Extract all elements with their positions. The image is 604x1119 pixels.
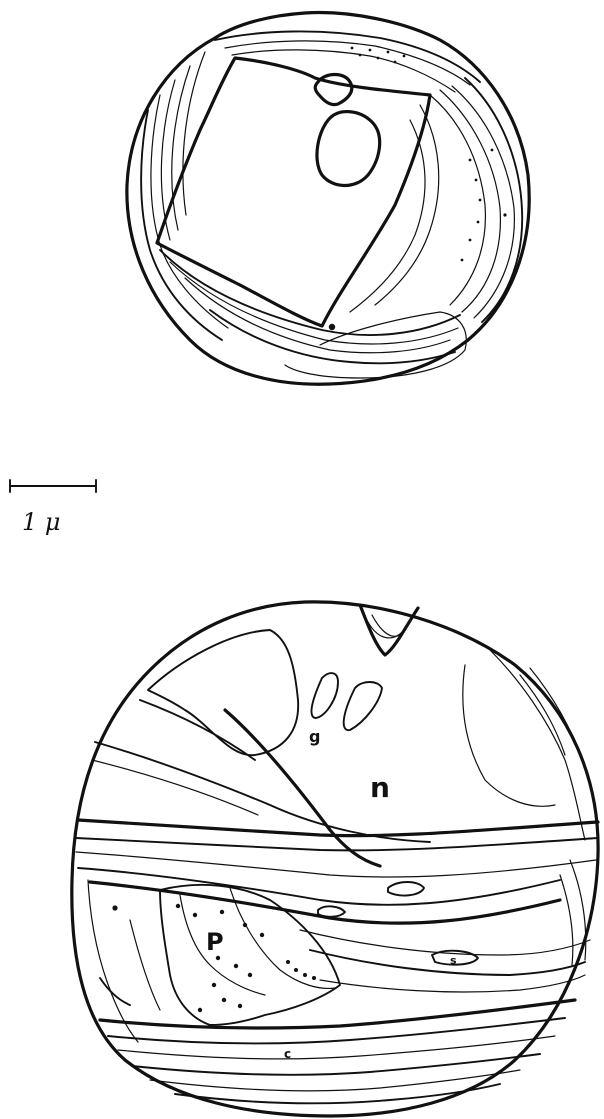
top-lamella-11 xyxy=(452,86,514,318)
top-inner-clear-region xyxy=(157,58,430,326)
top-lamella-2 xyxy=(151,95,228,328)
top-lamella-16 xyxy=(170,262,458,344)
top-stipple xyxy=(329,47,507,331)
label-p: P xyxy=(206,928,224,956)
bottom-p-stipple xyxy=(112,904,316,1012)
bottom-right-lamella-1 xyxy=(560,875,573,965)
bottom-inclusion-g-1 xyxy=(311,673,338,718)
top-lamella-4 xyxy=(172,66,190,230)
top-lamella-18 xyxy=(210,310,455,363)
bottom-right-lamella-4 xyxy=(530,668,582,760)
top-lamella-13 xyxy=(375,105,439,305)
bottom-lens-1 xyxy=(388,882,424,895)
bottom-lens-2 xyxy=(318,906,345,916)
label-n: n xyxy=(370,771,390,804)
top-inclusion-upper xyxy=(315,75,352,105)
bottom-band-12 xyxy=(320,975,585,992)
bottom-band-7 xyxy=(76,852,596,877)
top-lamella-3 xyxy=(161,80,175,240)
top-lamella-1 xyxy=(141,110,222,340)
top-section-drawing xyxy=(127,13,529,385)
bottom-n-region-boundary xyxy=(463,665,555,806)
bottom-section-drawing: g n s P xyxy=(72,602,598,1116)
bottom-lower-band-1 xyxy=(100,1000,575,1028)
label-c: c xyxy=(284,1047,291,1061)
scale-bar-label: 1 μ xyxy=(22,508,61,536)
label-g: g xyxy=(309,727,320,746)
scale-bar: 1 μ xyxy=(10,480,96,536)
bottom-upper-left-block xyxy=(148,630,298,755)
top-inclusion-lower xyxy=(317,112,380,186)
bottom-p-region xyxy=(160,885,340,1025)
bottom-band-3 xyxy=(225,710,380,866)
bottom-lower-band-2 xyxy=(108,1018,565,1043)
label-s: s xyxy=(450,954,457,967)
top-lamella-9 xyxy=(430,95,485,305)
bottom-inclusion-g-2 xyxy=(344,682,382,730)
bottom-lower-band-3 xyxy=(118,1036,555,1059)
top-lamella-12 xyxy=(465,78,522,322)
top-section-outline xyxy=(127,13,529,385)
bottom-top-notch xyxy=(360,605,418,655)
bottom-p-region-inner-3 xyxy=(130,920,160,1010)
